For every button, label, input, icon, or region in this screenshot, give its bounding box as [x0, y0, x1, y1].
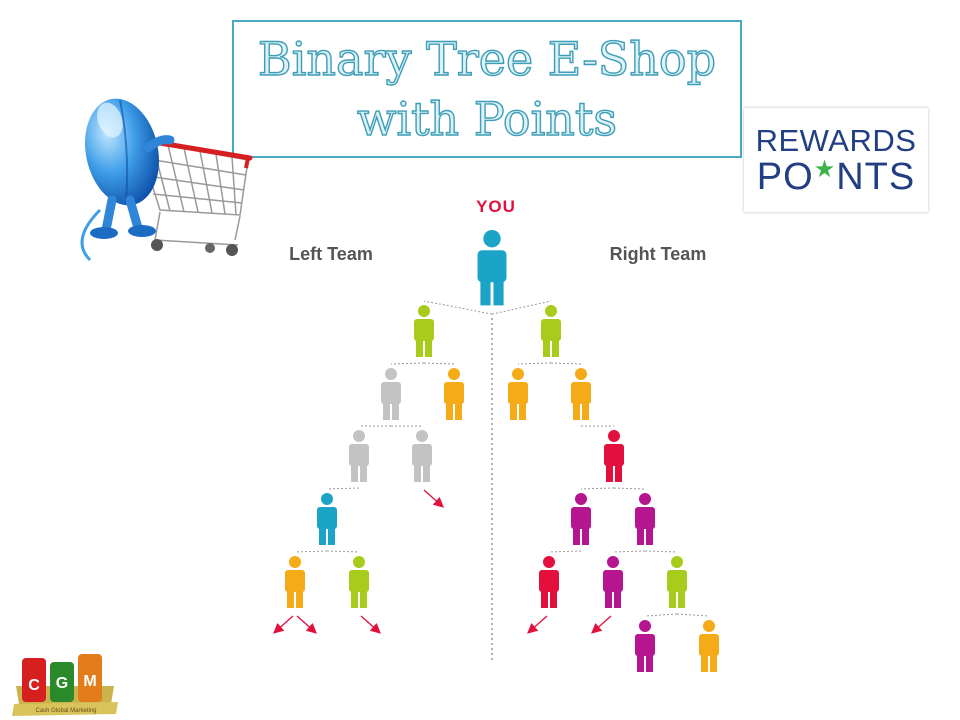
rewards-logo-line-2: PO★NTS: [744, 155, 928, 198]
tree-edge: [326, 487, 360, 490]
cgm-letter-c: C: [28, 677, 40, 694]
cgm-letter-g: G: [56, 675, 68, 692]
person-icon: [667, 556, 687, 608]
person-icon: [477, 230, 507, 306]
cgm-letter-m: M: [83, 673, 96, 690]
tree-edge: [326, 550, 360, 553]
tree-edge: [613, 487, 646, 490]
you-label: YOU: [476, 197, 516, 216]
person-icon: [699, 620, 719, 672]
person-icon: [541, 305, 561, 357]
person-icon: [381, 368, 401, 420]
rewards-logo-line-1: REWARDS: [755, 122, 917, 158]
person-icon: [539, 556, 559, 608]
person-icon: [635, 620, 655, 672]
person-icon: [412, 430, 432, 482]
rewards-points-logo: REWARDS PO★NTS: [744, 108, 928, 212]
branch-arrow-icon: [591, 615, 612, 634]
cgm-logo: C G M Cash Global Marketing: [12, 654, 118, 716]
tree-nodes: [285, 230, 719, 672]
rewards-logo-po: PO: [756, 155, 814, 198]
person-icon: [444, 368, 464, 420]
person-icon: [317, 493, 337, 545]
person-icon: [414, 305, 434, 357]
person-icon: [635, 493, 655, 545]
title-line-1: Binary Tree E-Shop: [257, 31, 717, 86]
branch-arrow-icon: [423, 489, 444, 508]
shopping-cart-mouse-icon: [80, 98, 253, 262]
star-icon: ★: [813, 155, 837, 183]
person-icon: [604, 430, 624, 482]
tree-edge: [517, 362, 552, 365]
tree-edge: [423, 300, 493, 315]
tree-edge: [612, 550, 646, 553]
tree-edge: [550, 362, 582, 365]
tree-edge: [423, 362, 455, 365]
tree-branch-arrows: [273, 489, 612, 634]
person-icon: [285, 556, 305, 608]
person-icon: [349, 556, 369, 608]
tree-edge: [580, 487, 615, 490]
person-icon: [603, 556, 623, 608]
person-icon: [508, 368, 528, 420]
title-line-2: with Points: [356, 91, 618, 146]
tree-edge: [676, 613, 710, 617]
branch-arrow-icon: [360, 615, 381, 634]
tree-edge: [548, 550, 582, 553]
title-box: Binary Tree E-Shop with Points: [232, 20, 742, 158]
cgm-caption: Cash Global Marketing: [35, 708, 96, 714]
tree-edge: [644, 550, 678, 553]
right-team-label: Right Team: [610, 244, 707, 264]
branch-arrow-icon: [273, 615, 294, 634]
person-icon: [571, 368, 591, 420]
rewards-logo-nts: NTS: [836, 155, 916, 198]
person-icon: [349, 430, 369, 482]
left-team-label: Left Team: [289, 244, 373, 264]
tree-edge: [390, 362, 425, 365]
person-icon: [571, 493, 591, 545]
branch-arrow-icon: [527, 615, 548, 634]
tree-edge: [644, 613, 678, 617]
tree-edge: [294, 550, 328, 553]
branch-arrow-icon: [296, 615, 317, 634]
tree-edges: [294, 300, 710, 617]
